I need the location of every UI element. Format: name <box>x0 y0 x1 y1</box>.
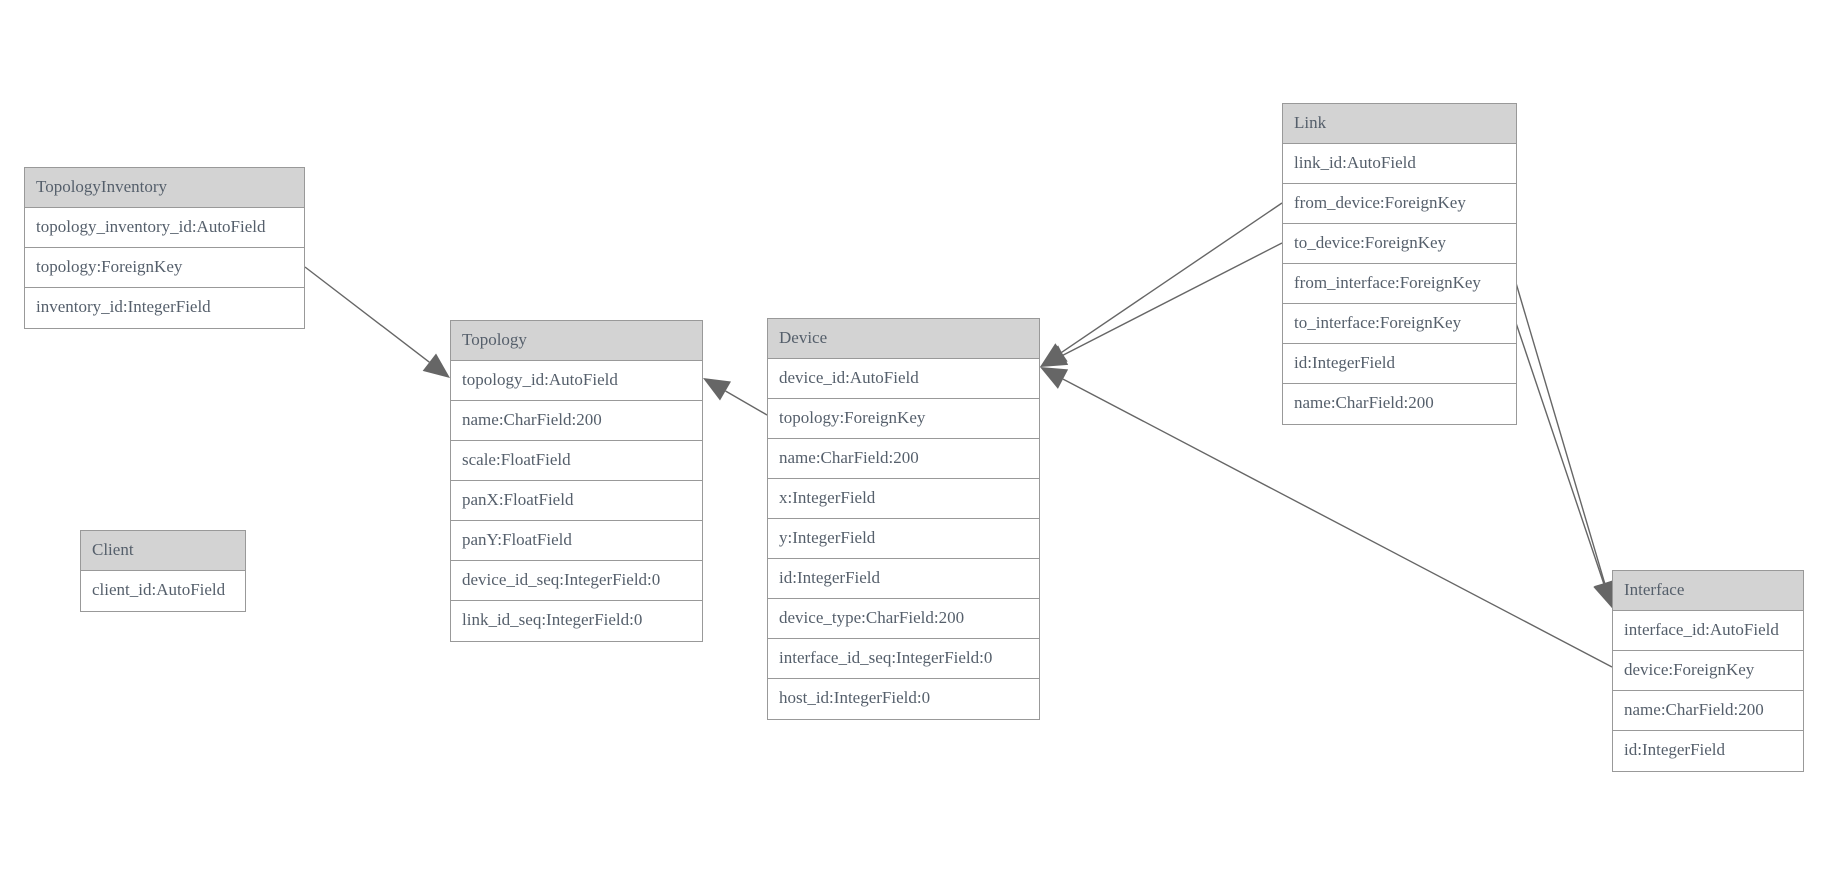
entity-title-interface: Interface <box>1613 571 1803 611</box>
entity-title-topology_inventory: TopologyInventory <box>25 168 304 208</box>
entity-field-row[interactable]: device:ForeignKey <box>1613 651 1803 691</box>
entity-field-row[interactable]: topology:ForeignKey <box>768 399 1039 439</box>
relationship-arrowhead <box>703 378 732 401</box>
entity-field-row[interactable]: client_id:AutoField <box>81 571 245 611</box>
relationship-link-to-interface <box>1515 322 1615 608</box>
entity-field-row[interactable]: scale:FloatField <box>451 441 702 481</box>
entity-field-row[interactable]: host_id:IntegerField:0 <box>768 679 1039 719</box>
relationship-topologyinventory-topology <box>304 266 450 378</box>
relationship-link-from-interface <box>1515 282 1616 608</box>
relationship-arrowhead <box>1040 343 1068 367</box>
entity-field-row[interactable]: panX:FloatField <box>451 481 702 521</box>
entity-field-row[interactable]: topology_id:AutoField <box>451 361 702 401</box>
entity-field-row[interactable]: interface_id:AutoField <box>1613 611 1803 651</box>
entity-field-row[interactable]: inventory_id:IntegerField <box>25 288 304 328</box>
entity-field-row[interactable]: name:CharField:200 <box>1283 384 1516 424</box>
entity-field-row[interactable]: topology_inventory_id:AutoField <box>25 208 304 248</box>
entity-field-row[interactable]: id:IntegerField <box>1283 344 1516 384</box>
relationship-arrowhead <box>1040 367 1069 389</box>
entity-title-topology: Topology <box>451 321 702 361</box>
relationship-link-to-device <box>1040 242 1283 367</box>
relationship-arrowhead <box>1593 579 1615 608</box>
entity-title-link: Link <box>1283 104 1516 144</box>
entity-title-client: Client <box>81 531 245 571</box>
relationship-line <box>1515 322 1605 584</box>
entity-title-device: Device <box>768 319 1039 359</box>
entity-field-row[interactable]: from_interface:ForeignKey <box>1283 264 1516 304</box>
entity-field-row[interactable]: to_interface:ForeignKey <box>1283 304 1516 344</box>
entity-field-row[interactable]: id:IntegerField <box>1613 731 1803 771</box>
entity-field-row[interactable]: to_device:ForeignKey <box>1283 224 1516 264</box>
entity-field-row[interactable]: topology:ForeignKey <box>25 248 304 288</box>
entity-field-row[interactable]: name:CharField:200 <box>1613 691 1803 731</box>
relationship-arrowhead <box>422 353 450 378</box>
entity-field-row[interactable]: panY:FloatField <box>451 521 702 561</box>
relationship-line <box>1062 242 1283 356</box>
relationship-line <box>1061 202 1283 353</box>
relationship-arrowhead <box>1040 345 1069 367</box>
relationship-line <box>725 390 768 416</box>
entity-field-row[interactable]: device_id_seq:IntegerField:0 <box>451 561 702 601</box>
relationship-link-from-device <box>1040 202 1283 367</box>
entity-field-row[interactable]: device_type:CharField:200 <box>768 599 1039 639</box>
entity-field-row[interactable]: device_id:AutoField <box>768 359 1039 399</box>
entity-field-row[interactable]: interface_id_seq:IntegerField:0 <box>768 639 1039 679</box>
entity-field-row[interactable]: y:IntegerField <box>768 519 1039 559</box>
relationship-device-topology <box>703 378 768 416</box>
entity-field-row[interactable]: name:CharField:200 <box>451 401 702 441</box>
entity-field-row[interactable]: x:IntegerField <box>768 479 1039 519</box>
relationship-line <box>304 266 430 363</box>
entity-field-row[interactable]: id:IntegerField <box>768 559 1039 599</box>
entity-field-row[interactable]: from_device:ForeignKey <box>1283 184 1516 224</box>
entity-field-row[interactable]: link_id_seq:IntegerField:0 <box>451 601 702 641</box>
entity-field-row[interactable]: name:CharField:200 <box>768 439 1039 479</box>
relationship-line <box>1515 282 1606 584</box>
entity-field-row[interactable]: link_id:AutoField <box>1283 144 1516 184</box>
